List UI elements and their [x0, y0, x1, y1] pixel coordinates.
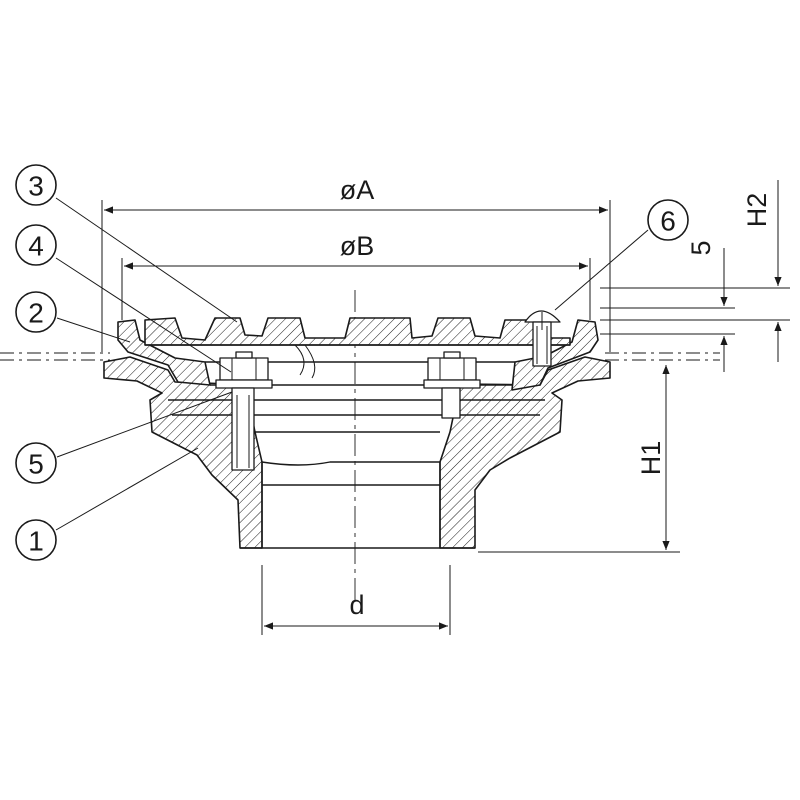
- locking-screw: [524, 310, 561, 367]
- label-h2: H2: [742, 193, 772, 228]
- label-h1: H1: [636, 441, 666, 476]
- label-five: 5: [686, 240, 716, 255]
- dimension-h2: H2: [600, 180, 790, 362]
- svg-text:5: 5: [28, 449, 44, 480]
- label-d: d: [349, 590, 364, 620]
- right-bolt: [423, 351, 481, 419]
- callout-5: 5: [15, 442, 57, 484]
- callout-4: 4: [15, 224, 57, 266]
- label-diameter-b: øB: [340, 231, 375, 261]
- callout-3: 3: [15, 164, 57, 206]
- dimension-d: d: [261, 565, 451, 635]
- callout-leaders: [55, 197, 649, 531]
- grate: [144, 317, 571, 379]
- svg-text:6: 6: [660, 206, 676, 237]
- dimension-diameter-a: øA: [101, 175, 611, 352]
- svg-text:4: 4: [28, 231, 44, 262]
- svg-text:2: 2: [28, 298, 44, 329]
- dimension-five: 5: [600, 240, 735, 372]
- left-bolt: [215, 351, 273, 471]
- callout-6: 6: [647, 199, 689, 241]
- callout-2: 2: [15, 291, 57, 333]
- dimension-h1: H1: [478, 365, 680, 553]
- dimension-diameter-b: øB: [121, 231, 591, 320]
- svg-text:3: 3: [28, 171, 44, 202]
- callout-1: 1: [15, 519, 57, 561]
- label-diameter-a: øA: [340, 175, 375, 205]
- svg-text:1: 1: [28, 526, 44, 557]
- floor-line: [0, 352, 720, 361]
